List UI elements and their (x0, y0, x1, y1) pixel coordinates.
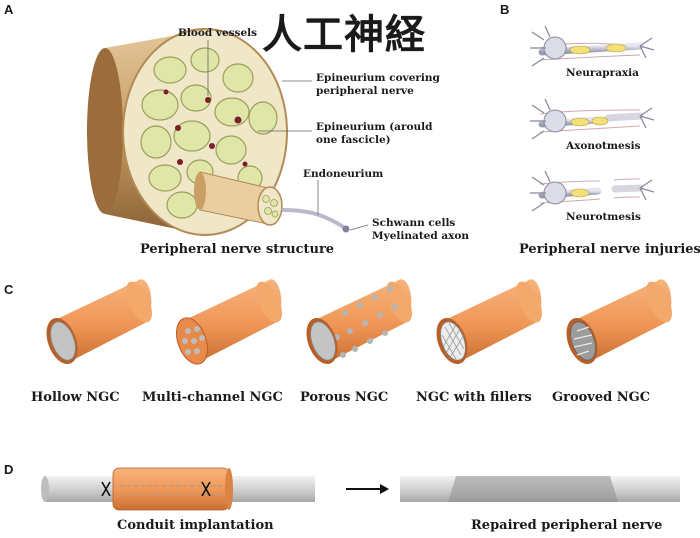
blood-vessels (163, 89, 248, 199)
repaired-nerve-illustration (400, 476, 688, 502)
panel-d-letter: D (4, 462, 14, 477)
panel-a-letter: A (4, 2, 14, 17)
injury-neurapraxia (530, 25, 655, 67)
epineurium-fascicle-label: Epineurium (arould one fascicle) (316, 121, 432, 147)
epineurium-covering-line-2: peripheral nerve (316, 85, 414, 97)
conduit-grooved (566, 279, 672, 365)
figure-title: 人工神経 (262, 12, 426, 58)
conduit-multichannel (175, 279, 282, 365)
panel-c-letter: C (4, 282, 14, 297)
epineurium-covering-label: Epineurium covering peripheral nerve (316, 72, 440, 98)
porous-ngc-label: Porous NGC (300, 390, 389, 405)
panel-a-caption: Peripheral nerve structure (140, 242, 335, 257)
panel-b-letter: B (500, 2, 510, 17)
hollow-ngc-label: Hollow NGC (31, 390, 120, 405)
neurotmesis-label: Neurotmesis (566, 211, 641, 223)
grooved-ngc-label: Grooved NGC (552, 390, 651, 405)
multichannel-ngc-label: Multi-channel NGC (142, 390, 283, 405)
panel-b-caption: Peripheral nerve injuries (519, 242, 700, 257)
conduit-implantation-caption: Conduit implantation (117, 518, 274, 533)
neurapraxia-label: Neurapraxia (566, 67, 639, 79)
injury-axonotmesis (530, 98, 655, 140)
epineurium-fascicle-line-2: one fascicle) (316, 134, 391, 146)
conduit-with-fillers (436, 279, 542, 365)
injury-neurotmesis (530, 170, 655, 212)
repaired-nerve-caption: Repaired peripheral nerve (471, 518, 663, 533)
conduit-implantation-illustration (41, 467, 326, 511)
conduit-hollow (46, 279, 152, 365)
myelinated-axon-line: Myelinated axon (372, 230, 470, 242)
schwann-axon-label: Schwann cells Myelinated axon (372, 217, 469, 243)
axonotmesis-label: Axonotmesis (566, 140, 641, 152)
leader-lines (207, 40, 369, 231)
epineurium-covering-line-1: Epineurium covering (316, 72, 440, 84)
arrow-icon (346, 484, 389, 494)
nerve-illustration (87, 28, 350, 236)
endoneurium-label: Endoneurium (303, 168, 384, 180)
ngc-with-fillers-label: NGC with fillers (416, 390, 532, 405)
schwann-cells-line: Schwann cells (372, 217, 456, 229)
blood-vessels-label: Blood vessels (178, 27, 258, 39)
epineurium-fascicle-line-1: Epineurium (arould (316, 121, 433, 133)
conduit-porous (306, 279, 412, 365)
